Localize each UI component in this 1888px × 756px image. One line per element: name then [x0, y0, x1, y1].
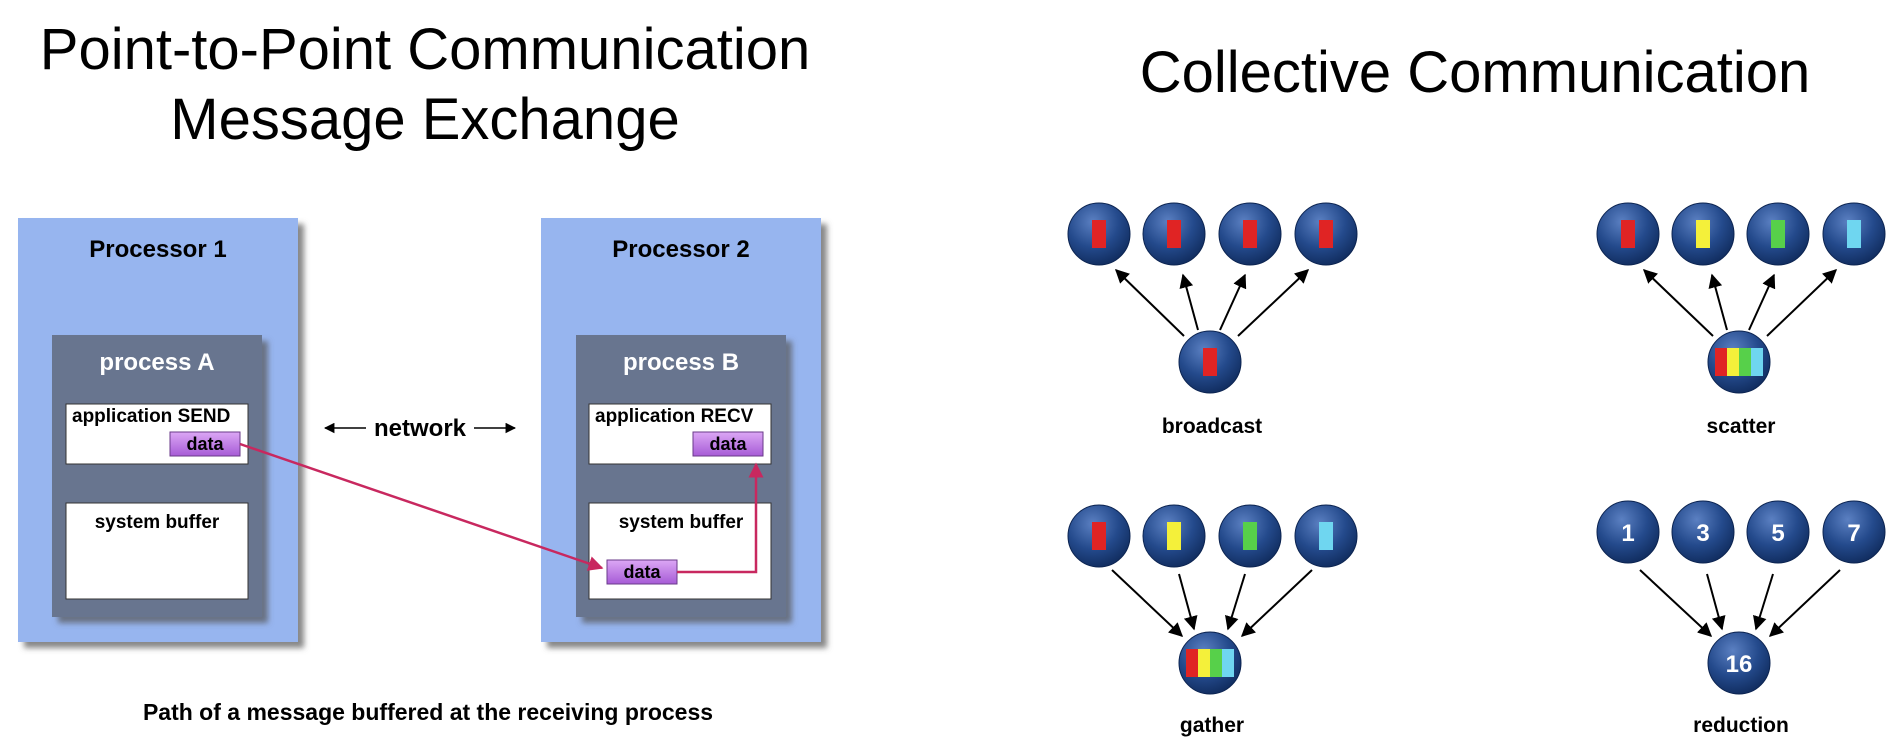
reduction-node-2: 3	[1671, 500, 1735, 564]
application-send-label: application SEND	[72, 406, 230, 427]
process-b-label: process B	[623, 349, 739, 376]
system-buffer-a-label: system buffer	[95, 512, 220, 533]
data-block-send	[169, 431, 241, 457]
gather-node-2	[1142, 504, 1206, 568]
reduction-result-value: 16	[1726, 651, 1753, 678]
p2p-caption: Path of a message buffered at the receiv…	[143, 699, 713, 725]
gather-label: gather	[1180, 714, 1244, 737]
network-label: network	[374, 415, 467, 442]
send-to-buffer-arrow	[239, 442, 604, 571]
broadcast-node-2	[1142, 202, 1206, 266]
broadcast-node-4	[1294, 202, 1358, 266]
point-to-point-title: Point-to-Point Communication Message Exc…	[0, 15, 850, 155]
data-block-buffer	[606, 559, 678, 585]
scatter-node-4	[1822, 202, 1886, 266]
title-line-2: Message Exchange	[170, 87, 680, 152]
broadcast-diagram: broadcast	[1067, 202, 1358, 438]
system-buffer-a	[65, 502, 249, 600]
scatter-node-1	[1596, 202, 1660, 266]
title-line-1: Point-to-Point Communication	[39, 17, 811, 82]
scatter-root-node	[1707, 330, 1771, 394]
data-label-buffer: data	[623, 562, 661, 582]
gather-node-3	[1218, 504, 1282, 568]
data-label-recv: data	[709, 434, 747, 454]
reduction-label: reduction	[1693, 714, 1789, 737]
scatter-node-2	[1671, 202, 1735, 266]
reduction-result-node: 16	[1707, 631, 1771, 695]
broadcast-node-3	[1218, 202, 1282, 266]
scatter-node-3	[1746, 202, 1810, 266]
broadcast-label: broadcast	[1162, 415, 1262, 438]
gather-node-4	[1294, 504, 1358, 568]
gather-root-node	[1178, 631, 1242, 695]
reduction-value-2: 3	[1696, 520, 1709, 547]
network-link: network	[323, 415, 517, 442]
process-b-box: process B application RECV data system b…	[576, 335, 786, 617]
gather-node-1	[1067, 504, 1131, 568]
data-block-recv	[692, 431, 764, 457]
data-label-send: data	[186, 434, 224, 454]
reduction-node-3: 5	[1746, 500, 1810, 564]
scatter-label: scatter	[1707, 415, 1776, 438]
process-a-label: process A	[99, 349, 214, 376]
reduction-diagram: 1 3 5 7 16 reduction	[1596, 500, 1886, 737]
buffer-to-recv-arrow	[677, 462, 764, 574]
gather-diagram: gather	[1067, 504, 1358, 737]
broadcast-node-1	[1067, 202, 1131, 266]
reduction-value-4: 7	[1847, 520, 1860, 547]
application-recv-label: application RECV	[595, 406, 754, 427]
system-buffer-b-label: system buffer	[619, 512, 744, 533]
reduction-node-1: 1	[1596, 500, 1660, 564]
message-path	[239, 442, 764, 574]
reduction-value-3: 5	[1771, 520, 1784, 547]
reduction-node-4: 7	[1822, 500, 1886, 564]
broadcast-root-node	[1178, 330, 1242, 394]
process-a-box: process A application SEND data system b…	[52, 335, 262, 617]
scatter-diagram: scatter	[1596, 202, 1886, 438]
collective-title: Collective Communication	[1139, 40, 1811, 105]
processor-1-label: Processor 1	[89, 236, 226, 263]
processor-2-label: Processor 2	[612, 236, 749, 263]
reduction-value-1: 1	[1621, 520, 1634, 547]
